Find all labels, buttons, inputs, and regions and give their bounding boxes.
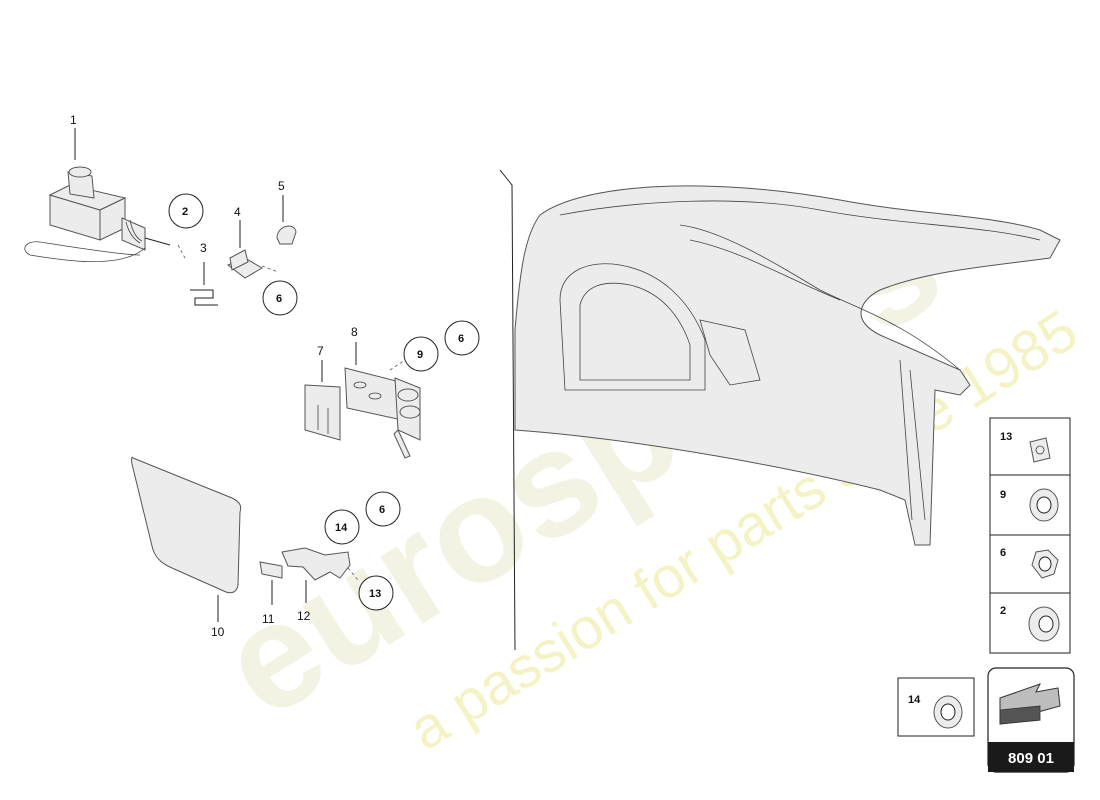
part-label-5: 5 [278, 179, 285, 193]
callout-circle-13 [358, 575, 394, 611]
part-1-actuator [24, 128, 171, 263]
part-label-7: 7 [317, 344, 324, 358]
legend-item-13 [1029, 437, 1051, 463]
part-label-1: 1 [70, 113, 77, 127]
part-label-4: 4 [234, 205, 241, 219]
part-12-spring [281, 547, 351, 603]
legend-item-9 [1029, 488, 1059, 522]
callout-label-9: 9 [417, 349, 423, 361]
callout-label-13: 13 [369, 588, 381, 600]
legend-item-6 [1031, 549, 1059, 579]
legend-item-2 [1028, 606, 1060, 642]
callout-label-2: 2 [182, 206, 188, 218]
diagram-number-box [987, 667, 1075, 773]
diagram-number: 809 01 [1008, 750, 1054, 767]
legend-label-14: 14 [908, 694, 921, 706]
callout-circle-6b [444, 320, 480, 356]
callout-circle-2 [168, 193, 204, 229]
callout-circle-9 [403, 336, 439, 372]
legend-label-9: 9 [1000, 489, 1006, 501]
callout-label-6a: 6 [276, 293, 282, 305]
callout-label-6b: 6 [458, 333, 464, 345]
callout-label-14: 14 [335, 522, 348, 534]
callout-circle-6a [262, 280, 298, 316]
part-5-cap [276, 195, 297, 245]
part-label-3: 3 [200, 241, 207, 255]
part-4-bracket [227, 220, 279, 279]
part-3-clip [190, 262, 218, 306]
part-7-shim [304, 360, 341, 441]
callout-circle-6c [365, 491, 401, 527]
part-label-10: 10 [211, 625, 225, 639]
part-label-8: 8 [351, 325, 358, 339]
legend-item-14-box [897, 677, 975, 737]
legend-label-2: 2 [1000, 605, 1006, 617]
part-8-hinge [344, 342, 421, 459]
part-label-12: 12 [297, 609, 311, 623]
legend-label-13: 13 [1000, 431, 1012, 443]
callout-circle-14 [324, 509, 360, 545]
part-10-fuel-flap [131, 456, 242, 622]
callout-label-6c: 6 [379, 504, 385, 516]
legend-label-6: 6 [1000, 547, 1006, 559]
car-body-illustration [499, 169, 1061, 651]
part-label-11: 11 [262, 612, 275, 626]
fastener-legend [989, 417, 1071, 654]
part-11-plate [259, 561, 283, 605]
